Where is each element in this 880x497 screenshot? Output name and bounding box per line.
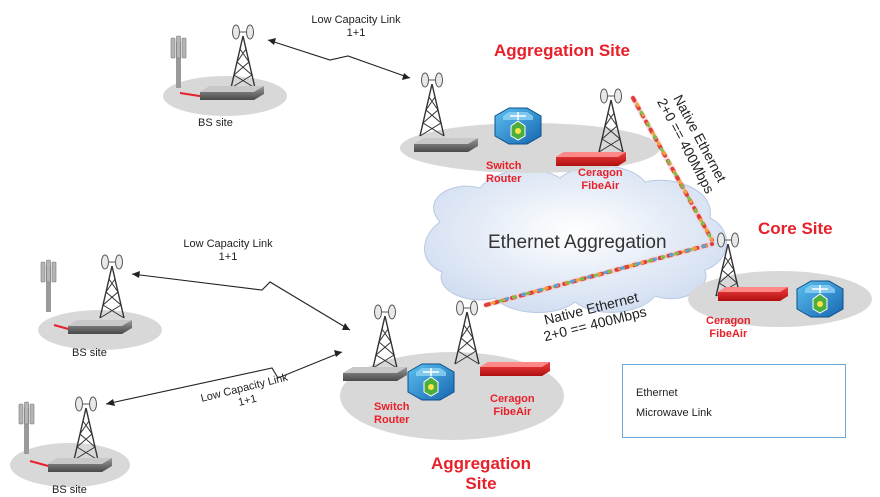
aggregation-site-top-title: Aggregation Site xyxy=(494,41,631,60)
low-capacity-link-top xyxy=(267,38,411,80)
legend-box xyxy=(622,364,846,438)
cloud-label: Ethernet Aggregation xyxy=(488,232,667,253)
bs-site-label-2: BS site xyxy=(72,347,107,359)
core-site-title: Core Site xyxy=(758,219,833,238)
bs-site-label-1: BS site xyxy=(198,117,233,129)
low-capacity-link-mid xyxy=(131,271,351,331)
low-capacity-link-bottom xyxy=(105,350,343,406)
legend-ethernet-label: Ethernet xyxy=(636,387,678,399)
legend-microwave-label: Microwave Link xyxy=(636,407,712,419)
microwave-link-top xyxy=(630,95,715,243)
microwave-link-core xyxy=(483,241,715,308)
bs-site-label-3: BS site xyxy=(52,484,87,496)
